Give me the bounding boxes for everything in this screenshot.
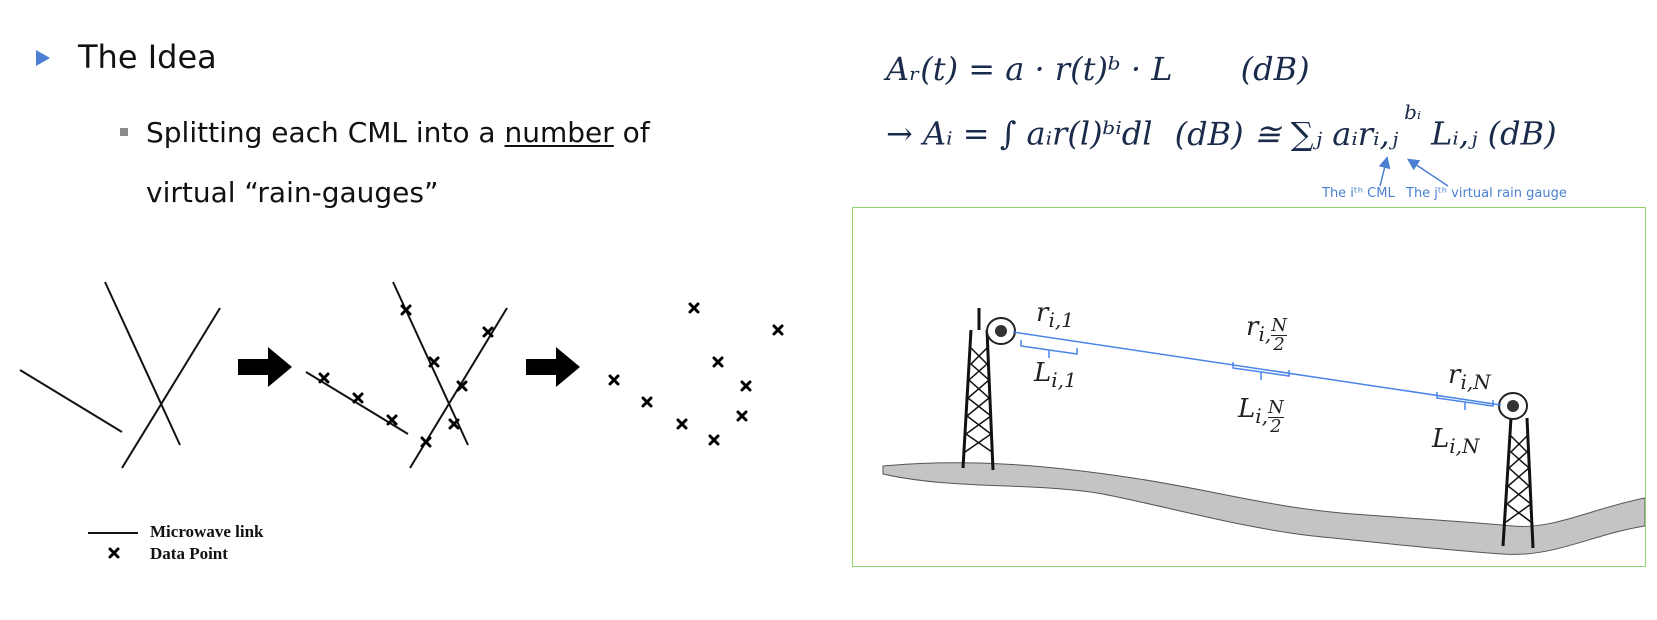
segment-brace-mid — [1232, 362, 1290, 380]
panel-raw-links — [19, 281, 221, 469]
frac-num-r: N — [1271, 315, 1287, 337]
label-r-i1-sub: i,1 — [1048, 308, 1074, 333]
right-tower — [1501, 417, 1535, 549]
cml-tower-diagram — [882, 308, 1645, 555]
microwave-link — [1012, 331, 1502, 406]
equation-1-unit: (dB) — [1240, 50, 1310, 88]
segment-brace-1 — [1020, 340, 1078, 358]
label-L-iN2-sub-text: i, — [1255, 404, 1269, 429]
equation-2-exponent: bᵢ — [1404, 100, 1421, 124]
frac-den-r: 2 — [1273, 334, 1285, 356]
label-r-i1: ri,1 — [1036, 298, 1074, 332]
bullet-text-prefix: Splitting each CML into a — [146, 116, 505, 149]
label-r-i1-base: r — [1036, 298, 1049, 328]
legend-link-label: Microwave link — [150, 522, 264, 541]
equation-2-middle: (dB) ≅ ∑ⱼ aᵢrᵢ,ⱼ — [1174, 114, 1399, 153]
transform-arrow-1 — [238, 347, 292, 387]
label-L-iN-sub: i,N — [1449, 434, 1480, 459]
label-L-i1-base: L — [1034, 358, 1052, 388]
legend-symbols — [88, 532, 138, 559]
label-r-iN-base: r — [1448, 360, 1461, 390]
label-L-iN2-base: L — [1238, 394, 1256, 424]
arrow-cml — [1378, 156, 1391, 187]
sub-bullet-icon — [120, 128, 128, 136]
annotation-arrows — [1378, 156, 1449, 187]
label-r-iN: ri,N — [1448, 360, 1491, 394]
cml-splitting-schematic — [19, 281, 784, 469]
segment-brace-N — [1436, 392, 1494, 410]
equation-1-body: Aᵣ(t) = a · r(t)ᵇ · L — [886, 50, 1173, 88]
note-jth-gauge: The jᵗʰ virtual rain gauge — [1406, 186, 1567, 201]
arrow-gauge — [1407, 158, 1449, 187]
transform-arrow-2 — [526, 347, 580, 387]
label-r-iN2-sub-text: i, — [1258, 322, 1272, 347]
label-L-i1-sub: i,1 — [1051, 368, 1077, 393]
equation-1: Aᵣ(t) = a · r(t)ᵇ · L (dB) — [886, 50, 1310, 88]
bullet-text-line1: Splitting each CML into a number of — [146, 116, 650, 149]
data-points-panel-2 — [318, 304, 494, 448]
bullet-text-line2: virtual “rain-gauges” — [146, 176, 439, 209]
bullet-text-suffix: of — [613, 116, 650, 149]
left-tower — [961, 308, 995, 471]
slide-heading: The Idea — [78, 38, 217, 76]
legend-point-icon — [108, 547, 120, 559]
frac-den-L: 2 — [1270, 416, 1282, 438]
cml-diagram-frame — [852, 207, 1646, 567]
bullet-text-underlined: number — [504, 116, 614, 149]
terrain — [882, 462, 1645, 555]
label-L-iN: Li,N — [1432, 424, 1480, 458]
frac-num-L: N — [1268, 397, 1284, 419]
label-L-iN-base: L — [1432, 424, 1450, 454]
label-r-iN-sub: i,N — [1460, 370, 1491, 395]
data-points-panel-3 — [608, 302, 784, 446]
equation-2: → Aᵢ = ∫ aᵢr(l)ᵇⁱdl (dB) ≅ ∑ⱼ aᵢrᵢ,ⱼbᵢ L… — [886, 100, 1557, 153]
note-ith-cml: The iᵗʰ CML — [1322, 186, 1395, 201]
equation-2-right: Lᵢ,ⱼ (dB) — [1431, 114, 1557, 153]
heading-bullet-icon — [36, 50, 50, 66]
label-r-iN2-base: r — [1246, 312, 1259, 342]
equation-2-left: → Aᵢ = ∫ aᵢr(l)ᵇⁱdl — [886, 114, 1153, 153]
legend-point-label: Data Point — [150, 544, 228, 563]
label-L-i1: Li,1 — [1034, 358, 1077, 392]
